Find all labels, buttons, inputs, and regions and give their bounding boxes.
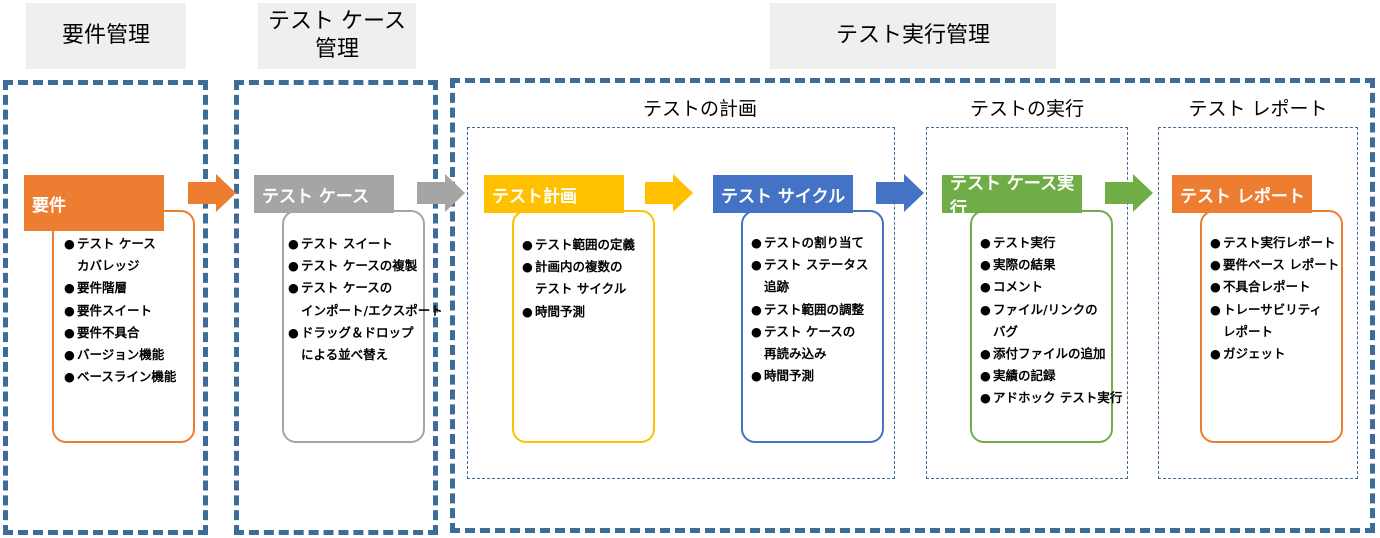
stage-title-report: テスト レポート bbox=[1188, 98, 1328, 120]
card-list-test-case-execution: テスト実行実際の結果コメントファイル/リンクの バグ添付ファイルの追加実績の記録… bbox=[980, 232, 1122, 410]
list-item: 時間予測 bbox=[522, 301, 635, 323]
list-item: ガジェット bbox=[1210, 343, 1339, 365]
card-title-testcase: テスト ケース bbox=[254, 175, 394, 213]
list-item: トレーサビリティ レポート bbox=[1210, 299, 1339, 343]
header-requirements-label: 要件管理 bbox=[61, 23, 150, 48]
list-item: テスト ケース カバレッジ bbox=[64, 233, 176, 277]
list-item: テストの割り当て bbox=[751, 232, 868, 254]
list-item: テスト ケースの インポート/エクスポート bbox=[288, 277, 443, 321]
card-list-testcase: テスト スイートテスト ケースの複製テスト ケースの インポート/エクスポートド… bbox=[288, 233, 443, 366]
list-item: テスト実行レポート bbox=[1210, 232, 1339, 254]
list-item: アドホック テスト実行 bbox=[980, 387, 1122, 409]
card-list-test-cycle: テストの割り当てテスト ステータス 追跡テスト範囲の調整テスト ケースの 再読み… bbox=[751, 232, 868, 388]
header-execution-label: テスト実行管理 bbox=[835, 23, 990, 48]
header-requirements-management: 要件管理 bbox=[26, 3, 186, 69]
list-item: バージョン機能 bbox=[64, 344, 176, 366]
card-title-test-report: テスト レポート bbox=[1172, 175, 1312, 213]
stage-title-execution: テストの実行 bbox=[969, 98, 1084, 120]
group-requirements bbox=[3, 80, 208, 535]
list-item: コメント bbox=[980, 276, 1122, 298]
list-item: テスト ケースの複製 bbox=[288, 255, 443, 277]
list-item: テスト ステータス 追跡 bbox=[751, 254, 868, 298]
header-testcase-label: テスト ケース 管理 bbox=[268, 9, 406, 62]
list-item: 要件階層 bbox=[64, 277, 176, 299]
list-item: テスト範囲の定義 bbox=[522, 234, 635, 256]
list-item: テスト スイート bbox=[288, 233, 443, 255]
list-item: テスト ケースの 再読み込み bbox=[751, 321, 868, 365]
card-list-requirements: テスト ケース カバレッジ要件階層要件スイート要件不具合バージョン機能ベースライ… bbox=[64, 233, 176, 389]
list-item: 実際の結果 bbox=[980, 254, 1122, 276]
card-list-test-plan: テスト範囲の定義計画内の複数の テスト サイクル時間予測 bbox=[522, 234, 635, 323]
list-item: 実績の記録 bbox=[980, 365, 1122, 387]
list-item: テスト実行 bbox=[980, 232, 1122, 254]
card-title-requirements: 要件 bbox=[24, 175, 164, 231]
card-title-test-plan: テスト計画 bbox=[484, 175, 624, 213]
arrow-tc-to-plan bbox=[417, 174, 465, 212]
list-item: テスト範囲の調整 bbox=[751, 299, 868, 321]
card-list-test-report: テスト実行レポート要件ベース レポート不具合レポートトレーサビリティ レポートガ… bbox=[1210, 232, 1339, 365]
arrow-exec-to-report bbox=[1105, 174, 1153, 212]
arrow-plan-to-cycle bbox=[645, 174, 693, 212]
stage-report bbox=[1158, 127, 1358, 479]
group-test-execution bbox=[450, 78, 1375, 533]
list-item: 不具合レポート bbox=[1210, 276, 1339, 298]
list-item: 要件ベース レポート bbox=[1210, 254, 1339, 276]
list-item: 要件スイート bbox=[64, 300, 176, 322]
list-item: ドラッグ＆ドロップ による並べ替え bbox=[288, 322, 443, 366]
list-item: 時間予測 bbox=[751, 365, 868, 387]
header-test-execution-management: テスト実行管理 bbox=[770, 3, 1056, 69]
card-title-test-cycle: テスト サイクル bbox=[713, 175, 853, 213]
list-item: 添付ファイルの追加 bbox=[980, 343, 1122, 365]
stage-title-planning: テストの計画 bbox=[642, 98, 757, 120]
stage-execution bbox=[926, 127, 1128, 479]
header-testcase-management: テスト ケース 管理 bbox=[258, 3, 416, 69]
stage-planning bbox=[467, 127, 895, 479]
list-item: ファイル/リンクの バグ bbox=[980, 299, 1122, 343]
arrow-cycle-to-exec bbox=[876, 174, 924, 212]
list-item: 計画内の複数の テスト サイクル bbox=[522, 256, 635, 300]
arrow-req-to-tc bbox=[188, 174, 236, 212]
list-item: ベースライン機能 bbox=[64, 366, 176, 388]
list-item: 要件不具合 bbox=[64, 322, 176, 344]
